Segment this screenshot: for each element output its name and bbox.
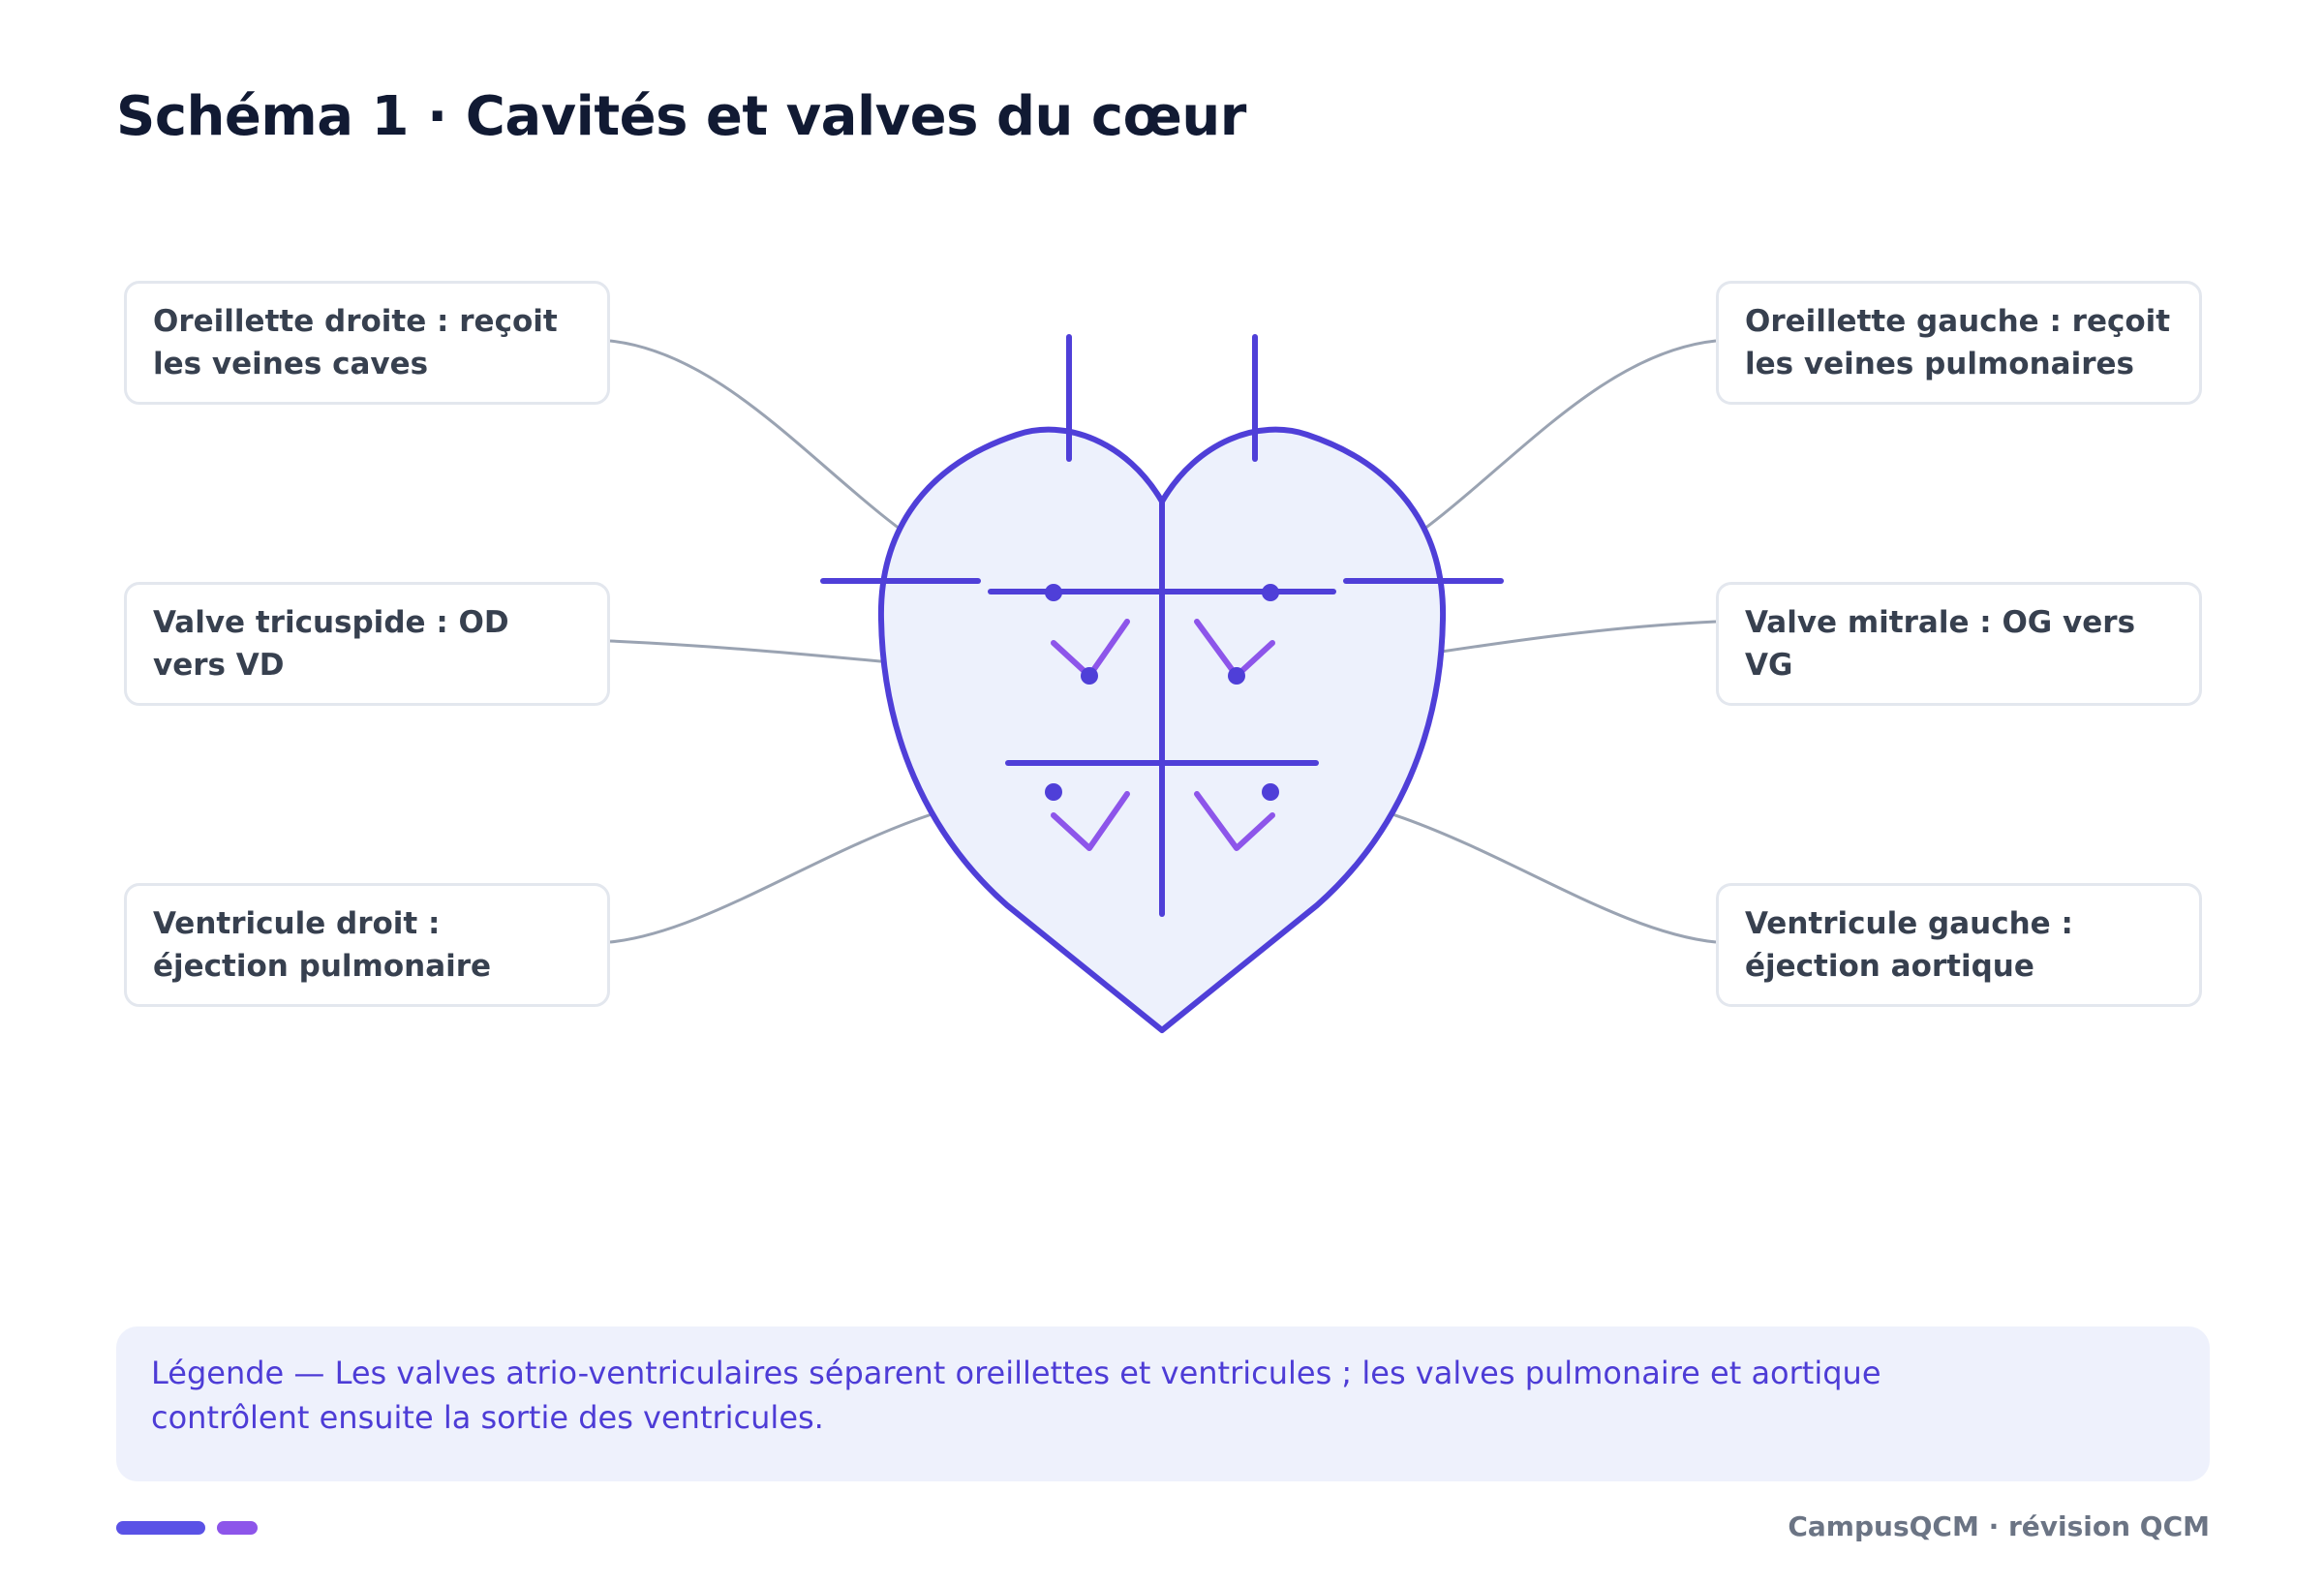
label-tricuspid-valve-text: Valve tricuspide : OD vers VD — [153, 605, 509, 683]
aortic-valve-icon — [1194, 791, 1275, 851]
label-tricuspid-valve: Valve tricuspide : OD vers VD — [124, 582, 610, 706]
legend-box: Légende — Les valves atrio-ventriculaire… — [116, 1326, 2210, 1481]
anchor-dots — [1045, 584, 1279, 801]
label-mitral-valve: Valve mitrale : OG vers VG — [1716, 582, 2202, 706]
label-left-atrium: Oreillette gauche : reçoit les veines pu… — [1716, 281, 2202, 405]
label-mitral-valve-text: Valve mitrale : OG vers VG — [1745, 605, 2136, 683]
page-title: Schéma 1 · Cavités et valves du cœur — [116, 85, 1246, 148]
label-left-ventricle-text: Ventricule gauche : éjection aortique — [1745, 906, 2073, 984]
anchor-mitral-valve — [1228, 667, 1245, 685]
label-right-ventricle: Ventricule droit : éjection pulmonaire — [124, 883, 610, 1007]
label-left-atrium-text: Oreillette gauche : reçoit les veines pu… — [1745, 304, 2171, 381]
anchor-left-atrium — [1262, 584, 1279, 601]
anchor-right-ventricle — [1045, 783, 1062, 801]
footer-accent-bar — [116, 1521, 205, 1535]
label-left-ventricle: Ventricule gauche : éjection aortique — [1716, 883, 2202, 1007]
label-right-atrium: Oreillette droite : reçoit les veines ca… — [124, 281, 610, 405]
anchor-right-atrium — [1045, 584, 1062, 601]
label-right-ventricle-text: Ventricule droit : éjection pulmonaire — [153, 906, 492, 984]
label-right-atrium-text: Oreillette droite : reçoit les veines ca… — [153, 304, 558, 381]
anchor-left-ventricle — [1262, 783, 1279, 801]
footer-accent-bar-small — [217, 1521, 258, 1535]
anchor-tricuspid-valve — [1081, 667, 1098, 685]
legend-text: Légende — Les valves atrio-ventriculaire… — [151, 1355, 1881, 1436]
footer-brand: CampusQCM · révision QCM — [1788, 1510, 2210, 1542]
pulmonary-valve-icon — [1051, 791, 1130, 851]
